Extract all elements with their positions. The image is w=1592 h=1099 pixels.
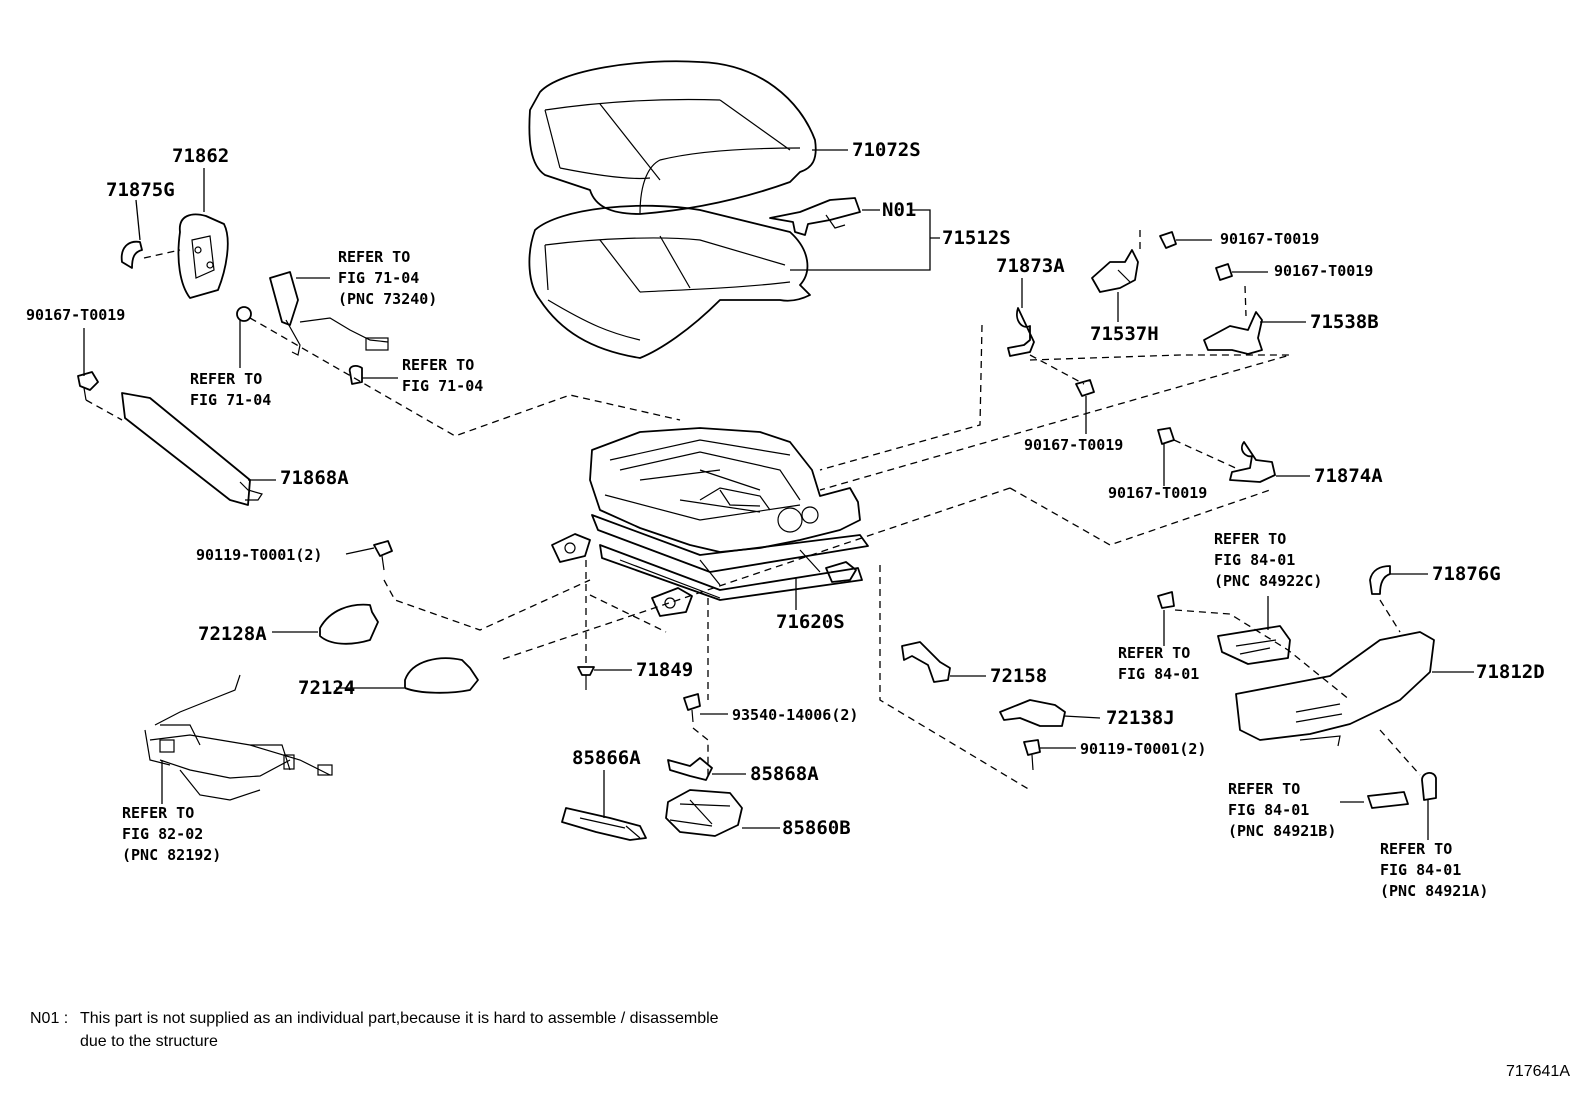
assembly-lines	[85, 230, 1421, 791]
refer-fig-label: FIG 84-01	[1118, 665, 1199, 683]
seat-frame-drawing	[551, 427, 869, 617]
refer-fig-label: FIG 71-04	[190, 391, 271, 409]
refer-pnc-label: (PNC 84921A)	[1380, 882, 1488, 900]
refer-label: REFER TO	[402, 356, 474, 374]
part-labels: 71072S N01 71512S 71862 71875G 90167-T00…	[26, 139, 1545, 900]
footnote-line-2: due to the structure	[80, 1033, 218, 1050]
label-71876G: 71876G	[1432, 563, 1501, 585]
refer-label: REFER TO	[122, 804, 194, 822]
refer-fig-label: FIG 84-01	[1214, 551, 1295, 569]
label-93540: 93540-14006(2)	[732, 706, 858, 724]
refer-fig-label: FIG 71-04	[338, 269, 419, 287]
refer-fig-label: FIG 71-04	[402, 377, 483, 395]
figure-id: 717641A	[1505, 1063, 1570, 1080]
label-71874A: 71874A	[1314, 465, 1383, 487]
label-85866A: 85866A	[572, 747, 641, 769]
refer-label: REFER TO	[1228, 780, 1300, 798]
label-71620S: 71620S	[776, 611, 845, 633]
n01-bracket-drawing	[769, 197, 861, 236]
refer-label: REFER TO	[1118, 644, 1190, 662]
label-90119-right: 90119-T0001(2)	[1080, 740, 1206, 758]
label-71812D: 71812D	[1476, 661, 1545, 683]
refer-fig-label: FIG 84-01	[1228, 801, 1309, 819]
label-90119-left: 90119-T0001(2)	[196, 546, 322, 564]
label-71537H: 71537H	[1090, 323, 1159, 345]
label-71512S: 71512S	[942, 227, 1011, 249]
refer-label: REFER TO	[338, 248, 410, 266]
label-90167-mid: 90167-T0019	[1024, 436, 1123, 454]
label-71875G: 71875G	[106, 179, 175, 201]
label-71849: 71849	[636, 659, 693, 681]
label-90167-upper-right: 90167-T0019	[1274, 262, 1373, 280]
refer-pnc-label: (PNC 84921B)	[1228, 822, 1336, 840]
refer-label: REFER TO	[1214, 530, 1286, 548]
seat-cushion-pad-drawing	[528, 204, 811, 359]
label-90167-top: 90167-T0019	[1220, 230, 1319, 248]
label-90167-left: 90167-T0019	[26, 306, 125, 324]
label-72138J: 72138J	[1106, 707, 1175, 729]
refer-pnc-label: (PNC 84922C)	[1214, 572, 1322, 590]
label-72124: 72124	[298, 677, 355, 699]
label-90167-lower: 90167-T0019	[1108, 484, 1207, 502]
label-71072S: 71072S	[852, 139, 921, 161]
label-85868A: 85868A	[750, 763, 819, 785]
label-85860B: 85860B	[782, 817, 851, 839]
left-side-parts	[77, 213, 595, 801]
footnote-code: N01 :	[30, 1010, 69, 1027]
refer-fig-label: FIG 84-01	[1380, 861, 1461, 879]
label-N01: N01	[882, 199, 916, 221]
leader-lines	[83, 149, 1474, 840]
label-71873A: 71873A	[996, 255, 1065, 277]
label-71538B: 71538B	[1310, 311, 1379, 333]
refer-pnc-label: (PNC 73240)	[338, 290, 437, 308]
refer-fig-label: FIG 82-02	[122, 825, 203, 843]
footnote-line-1: This part is not supplied as an individu…	[80, 1010, 719, 1027]
label-71862: 71862	[172, 145, 229, 167]
refer-pnc-label: (PNC 82192)	[122, 846, 221, 864]
refer-label: REFER TO	[190, 370, 262, 388]
label-72158: 72158	[990, 665, 1047, 687]
label-72128A: 72128A	[198, 623, 267, 645]
seat-cushion-cover-drawing	[528, 60, 817, 215]
center-bottom-parts	[561, 641, 1066, 841]
refer-label: REFER TO	[1380, 840, 1452, 858]
label-71868A: 71868A	[280, 467, 349, 489]
